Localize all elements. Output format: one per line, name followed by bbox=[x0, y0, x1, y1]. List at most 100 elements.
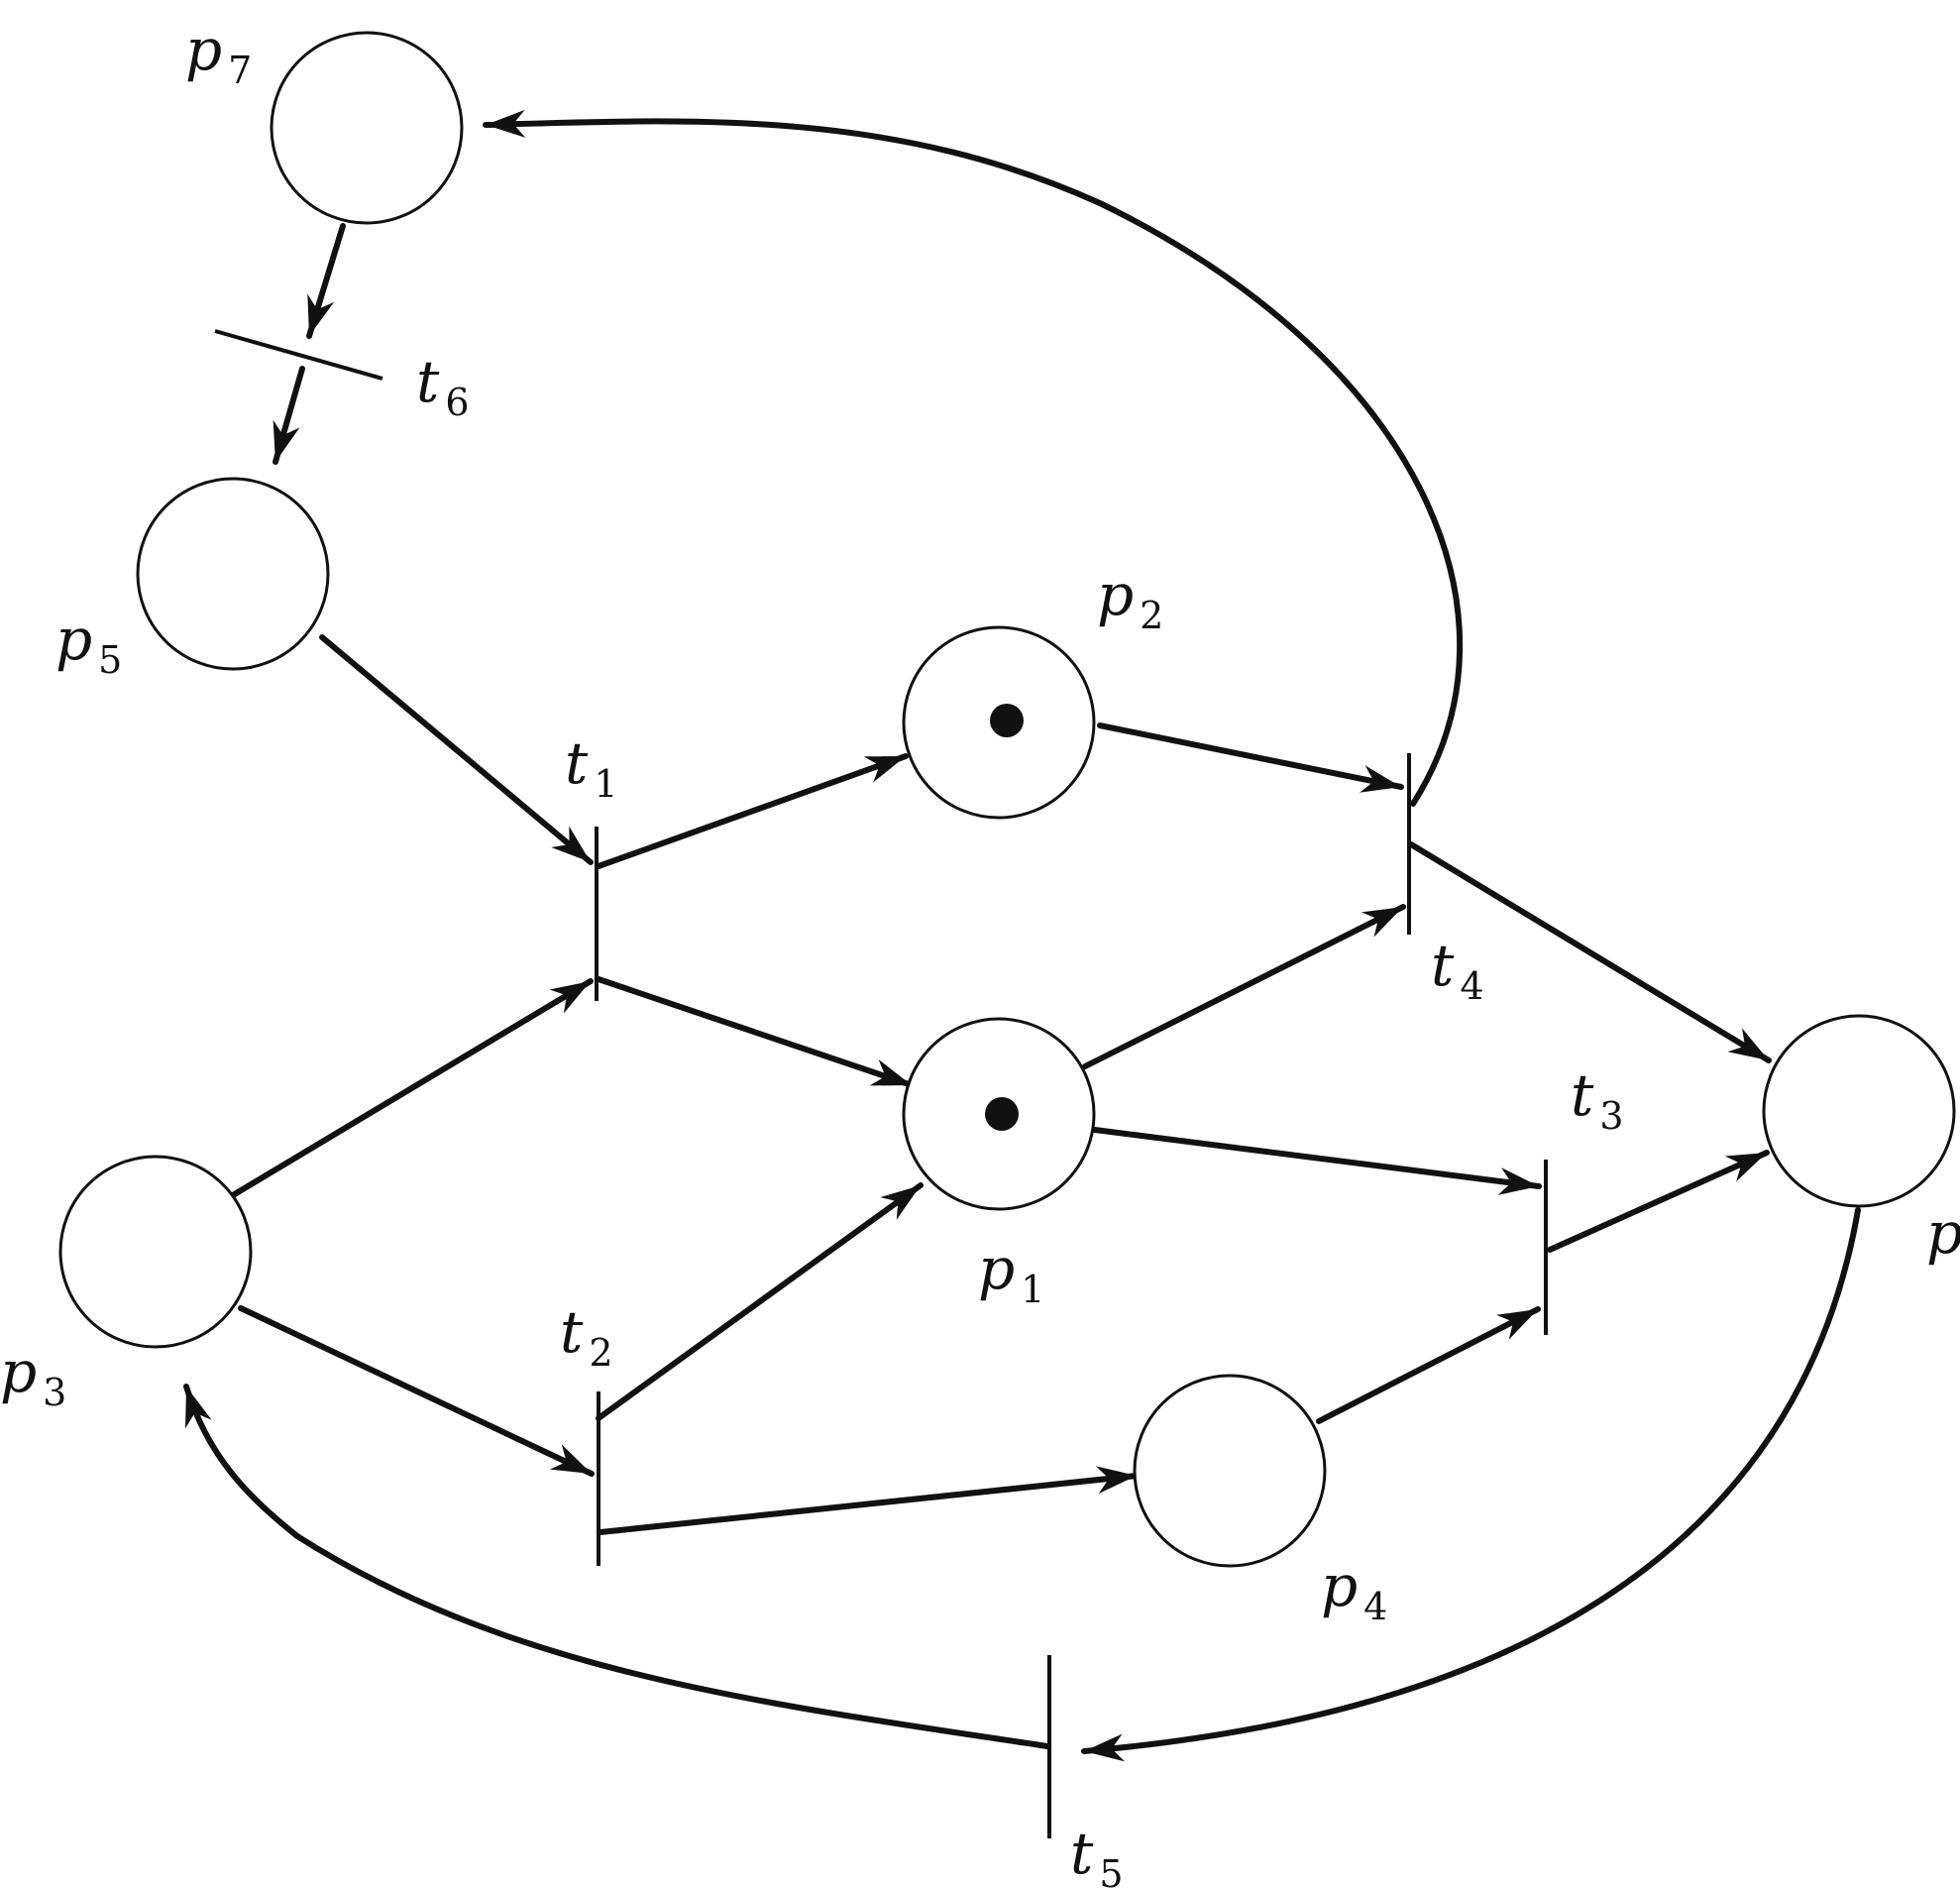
arrowhead-icon bbox=[1727, 1028, 1769, 1060]
arc-line bbox=[596, 753, 909, 869]
arc-line bbox=[1082, 904, 1406, 1069]
label-letter: t bbox=[416, 348, 440, 415]
arc-t6-p5 bbox=[272, 366, 305, 465]
arc-t4-p7 bbox=[483, 109, 1464, 807]
arc-t2-p4 bbox=[598, 1466, 1140, 1535]
token-dot bbox=[990, 704, 1024, 737]
token-dot bbox=[985, 1097, 1019, 1131]
label-subscript: 2 bbox=[589, 1331, 612, 1375]
place-label-p6: p6 bbox=[1926, 1199, 1960, 1276]
arrowhead-icon bbox=[1724, 1153, 1767, 1182]
place-circle bbox=[58, 1155, 253, 1349]
place-circle bbox=[136, 477, 330, 671]
arc-line bbox=[1097, 722, 1404, 790]
label-letter: p bbox=[1321, 1552, 1358, 1619]
arrowhead-icon bbox=[880, 1185, 921, 1220]
label-letter: p bbox=[1926, 1199, 1960, 1267]
label-subscript: 3 bbox=[43, 1371, 66, 1414]
label-letter: p bbox=[0, 1338, 37, 1405]
arc-line bbox=[483, 118, 1464, 807]
place-p1 bbox=[902, 1017, 1096, 1211]
arrowhead-icon bbox=[549, 1444, 592, 1474]
label-letter: p bbox=[55, 606, 92, 673]
arc-t2-p1 bbox=[596, 1182, 924, 1421]
arc-line bbox=[238, 1305, 595, 1477]
arrowhead-icon bbox=[272, 419, 300, 462]
label-letter: t bbox=[1571, 1061, 1594, 1129]
arc-line bbox=[1408, 841, 1772, 1063]
label-letter: t bbox=[560, 1298, 584, 1366]
label-subscript: 4 bbox=[1363, 1585, 1387, 1628]
arc-line bbox=[319, 634, 594, 865]
labels-layer: p1p2p3p4p5p6p7t1t2t3t4t5t6 bbox=[0, 16, 1960, 1888]
arc-line bbox=[1092, 1127, 1542, 1189]
arc-line bbox=[230, 978, 594, 1198]
place-p2 bbox=[902, 625, 1096, 820]
label-subscript: 7 bbox=[228, 49, 252, 92]
place-p7 bbox=[270, 31, 464, 225]
place-circle bbox=[1762, 1014, 1956, 1208]
transition-t6 bbox=[214, 329, 383, 381]
arc-p6-t5 bbox=[1081, 1207, 1861, 1762]
arrowhead-icon bbox=[486, 109, 526, 138]
arc-t1-p2 bbox=[596, 753, 909, 869]
arc-p4-t3 bbox=[1316, 1306, 1541, 1424]
arrowhead-icon bbox=[1497, 1167, 1539, 1195]
place-p4 bbox=[1133, 1374, 1327, 1568]
label-subscript: 5 bbox=[98, 638, 122, 682]
arrowhead-icon bbox=[863, 756, 906, 783]
arrowhead-icon bbox=[551, 826, 591, 862]
arc-line bbox=[596, 1182, 924, 1421]
label-subscript: 2 bbox=[1140, 594, 1163, 637]
arc-line bbox=[596, 976, 915, 1088]
label-subscript: 4 bbox=[1460, 964, 1483, 1008]
label-subscript: 1 bbox=[594, 762, 617, 806]
arc-p1-t4 bbox=[1082, 904, 1406, 1069]
label-letter: t bbox=[1070, 1820, 1094, 1887]
arc-t4-p6 bbox=[1408, 841, 1772, 1063]
arc-line bbox=[1316, 1306, 1541, 1424]
label-subscript: 5 bbox=[1099, 1852, 1123, 1888]
label-letter: p bbox=[1097, 561, 1134, 628]
place-p3 bbox=[58, 1155, 253, 1349]
arc-t3-p6 bbox=[1547, 1150, 1770, 1253]
arc-p5-t1 bbox=[319, 634, 594, 865]
arc-p1-t3 bbox=[1092, 1127, 1542, 1195]
arrowhead-icon bbox=[1360, 765, 1401, 793]
arrowhead-icon bbox=[1084, 1733, 1126, 1762]
arrowhead-icon bbox=[1095, 1466, 1137, 1495]
arc-t5-p3 bbox=[183, 1384, 1050, 1749]
arc-p2-t4 bbox=[1097, 722, 1404, 793]
arrowhead-icon bbox=[185, 1387, 212, 1429]
label-subscript: 3 bbox=[1599, 1094, 1623, 1138]
arrowhead-icon bbox=[549, 981, 591, 1014]
arrowhead-icon bbox=[1361, 907, 1403, 938]
arc-t1-p1 bbox=[596, 976, 915, 1088]
label-subscript: 1 bbox=[1021, 1268, 1044, 1311]
label-letter: p bbox=[185, 16, 222, 83]
arc-line bbox=[1547, 1150, 1770, 1253]
arc-p3-t1 bbox=[230, 978, 594, 1198]
arrowhead-icon bbox=[1496, 1309, 1538, 1340]
arc-line bbox=[183, 1384, 1050, 1749]
arcs-layer bbox=[183, 109, 1861, 1762]
label-letter: t bbox=[1431, 932, 1455, 999]
label-subscript: 6 bbox=[445, 381, 469, 424]
place-p5 bbox=[136, 477, 330, 671]
arrowhead-icon bbox=[869, 1058, 912, 1086]
transitions-layer bbox=[214, 329, 1548, 1838]
label-letter: p bbox=[978, 1235, 1015, 1302]
